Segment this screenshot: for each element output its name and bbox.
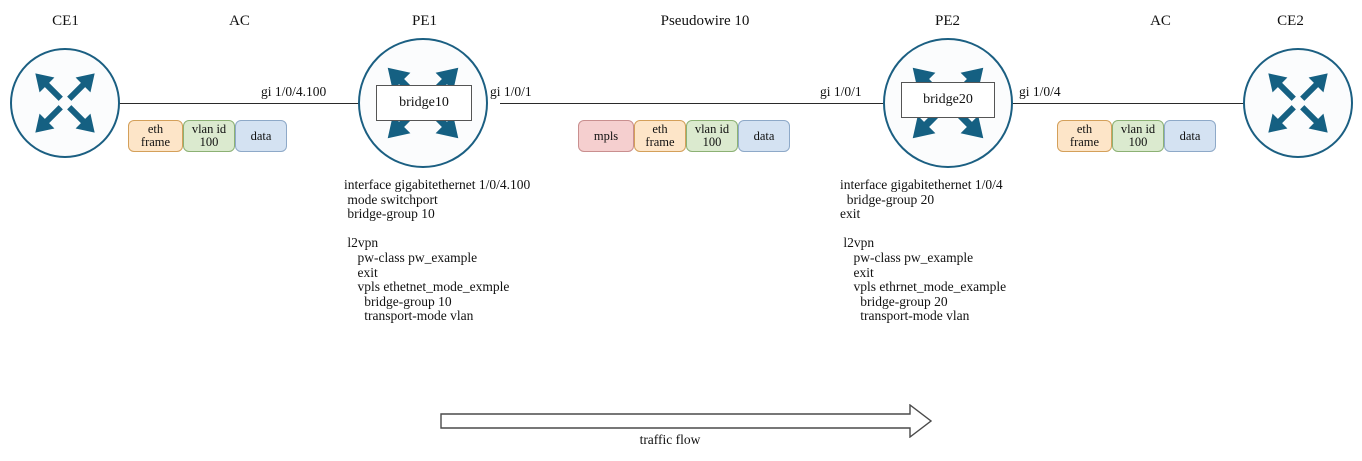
packet-segment-eth: eth frame bbox=[1057, 120, 1112, 152]
packet-segment-eth: eth frame bbox=[128, 120, 183, 152]
packet-segment-line: frame bbox=[140, 135, 171, 149]
caption-pe1: PE1 bbox=[411, 13, 437, 29]
packet-segment-line: vlan id bbox=[1120, 122, 1156, 136]
caption-ac-right: AC bbox=[1150, 13, 1171, 29]
router-icon bbox=[35, 73, 95, 133]
bridge-label-pe1: bridge10 bbox=[376, 85, 472, 121]
packet-segment-line: data bbox=[753, 128, 775, 143]
packet-segment-line: data bbox=[1179, 128, 1201, 143]
iface-label-pe1-core: gi 1/0/1 bbox=[490, 84, 532, 99]
packet-segment-vlan: vlan id 100 bbox=[1112, 120, 1164, 152]
link-pe1-pe2 bbox=[500, 103, 883, 104]
link-ce1-pe1 bbox=[112, 103, 380, 104]
packet-ac-right: eth frame vlan id 100 data bbox=[1057, 120, 1216, 152]
node-ce1[interactable] bbox=[10, 48, 120, 158]
packet-segment-line: data bbox=[250, 128, 272, 143]
config-pe1: interface gigabitethernet 1/0/4.100 mode… bbox=[344, 177, 531, 324]
iface-label-pe2-core: gi 1/0/1 bbox=[820, 84, 862, 99]
packet-segment-line: vlan id bbox=[191, 122, 227, 136]
packet-segment-line: 100 bbox=[199, 135, 219, 149]
packet-segment-mpls: mpls bbox=[578, 120, 634, 152]
caption-ce2: CE2 bbox=[1277, 13, 1304, 29]
packet-segment-line: frame bbox=[645, 135, 675, 149]
packet-segment-line: frame bbox=[1069, 135, 1100, 149]
iface-label-pe2-ce2: gi 1/0/4 bbox=[1019, 84, 1061, 99]
caption-pe2: PE2 bbox=[934, 13, 960, 29]
node-ce2[interactable] bbox=[1243, 48, 1353, 158]
packet-segment-line: 100 bbox=[1128, 135, 1148, 149]
packet-pseudowire: mpls eth frame vlan id 100 data bbox=[578, 120, 790, 152]
packet-segment-eth: eth frame bbox=[634, 120, 686, 152]
packet-segment-line: 100 bbox=[702, 135, 722, 149]
packet-segment-line: eth bbox=[652, 122, 668, 136]
packet-segment-vlan: vlan id 100 bbox=[183, 120, 235, 152]
caption-ac-left: AC bbox=[229, 13, 250, 29]
packet-ac-left: eth frame vlan id 100 data bbox=[128, 120, 287, 152]
packet-segment-line: eth bbox=[147, 122, 164, 136]
caption-pseudowire: Pseudowire 10 bbox=[660, 13, 750, 29]
packet-segment-data: data bbox=[738, 120, 790, 152]
traffic-flow-arrow-icon bbox=[440, 404, 932, 438]
caption-ce1: CE1 bbox=[52, 13, 79, 29]
bridge-label-pe2: bridge20 bbox=[901, 82, 995, 118]
config-pe2: interface gigabitethernet 1/0/4 bridge-g… bbox=[840, 177, 1007, 324]
packet-segment-data: data bbox=[235, 120, 287, 152]
packet-segment-data: data bbox=[1164, 120, 1216, 152]
link-pe2-ce2 bbox=[1000, 103, 1255, 104]
router-icon bbox=[1268, 73, 1328, 133]
iface-label-ce1-pe1: gi 1/0/4.100 bbox=[261, 84, 327, 99]
packet-segment-vlan: vlan id 100 bbox=[686, 120, 738, 152]
packet-segment-line: mpls bbox=[593, 128, 619, 143]
packet-segment-line: vlan id bbox=[694, 122, 730, 136]
packet-segment-line: eth bbox=[1076, 122, 1093, 136]
traffic-flow-label: traffic flow bbox=[639, 432, 701, 447]
